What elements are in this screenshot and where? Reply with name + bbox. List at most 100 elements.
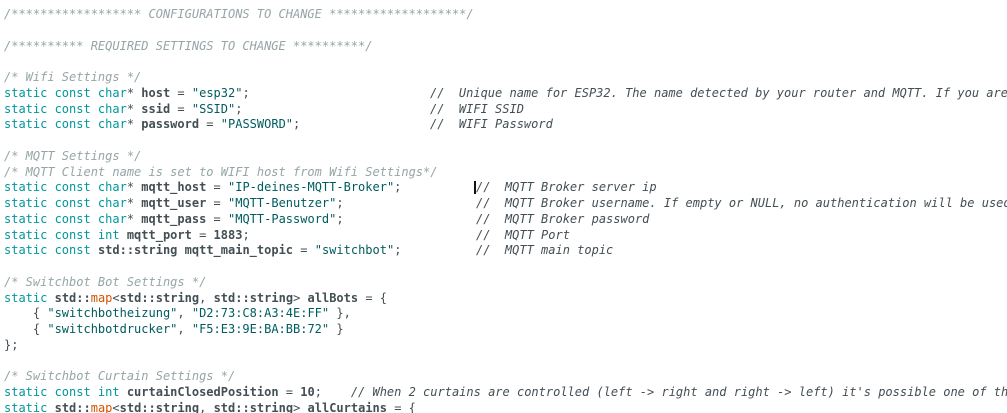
code-line: /****************** CONFIGURATIONS TO CH… — [4, 7, 1007, 23]
code-token: > — [293, 290, 308, 305]
code-line: static const char* password = "PASSWORD"… — [4, 117, 1007, 133]
code-token: std::string — [97, 243, 178, 258]
code-token: = — [170, 101, 192, 116]
code-token — [177, 243, 184, 257]
code-line: static const char* mqtt_pass = "MQTT-Pas… — [4, 212, 1007, 228]
comment-text: // MQTT Broker password — [476, 211, 650, 226]
code-token: ; — [336, 211, 344, 226]
code-token: "esp32" — [191, 85, 243, 100]
comment-text: // WIFI SSID — [430, 101, 524, 116]
code-token: static const char — [4, 101, 127, 116]
code-line: /* Switchbot Bot Settings */ — [4, 275, 1007, 291]
comment-text: // MQTT Broker server ip — [476, 180, 657, 195]
code-line: /* MQTT Settings */ — [4, 149, 1007, 165]
code-token — [47, 291, 54, 305]
code-line: /********** REQUIRED SETTINGS TO CHANGE … — [4, 39, 1007, 55]
text-cursor — [474, 181, 476, 195]
code-token: static const char — [4, 85, 127, 100]
code-token: mqtt_pass — [141, 211, 207, 226]
code-token: }, — [329, 306, 351, 321]
code-token: curtainClosedPosition — [126, 385, 279, 399]
code-line: static const int curtainClosedPosition =… — [4, 385, 1007, 401]
comment-text: // MQTT main topic — [476, 243, 614, 258]
code-token: "switchbotdrucker" — [47, 322, 178, 336]
code-token: ; — [336, 196, 344, 210]
code-token: }; — [4, 337, 19, 352]
code-line: static const char* host = "esp32"; // Uni… — [4, 86, 1007, 102]
code-token: allCurtains — [307, 400, 387, 413]
code-token: password — [141, 117, 200, 132]
code-token: static const int — [4, 385, 120, 399]
code-token: * — [126, 180, 142, 195]
code-token: static const int — [4, 227, 120, 242]
code-token: "switchbotheizung" — [47, 306, 178, 321]
code-token: 1883 — [213, 227, 243, 242]
code-token: = — [170, 85, 192, 100]
code-token: map — [90, 290, 113, 305]
code-token: = — [206, 196, 228, 210]
code-token: < — [112, 400, 120, 413]
code-line: static const char* ssid = "SSID";// WIFI… — [4, 102, 1007, 118]
code-line — [4, 23, 1007, 39]
code-token: * — [126, 211, 142, 226]
code-token: "SSID" — [191, 101, 236, 116]
comment-text: // MQTT Port — [476, 227, 570, 242]
comment-text: /********** REQUIRED SETTINGS TO CHANGE … — [4, 38, 373, 53]
code-token: * — [126, 101, 142, 116]
code-line — [4, 54, 1007, 70]
code-line: static const char* mqtt_host = "IP-deine… — [4, 180, 1007, 196]
code-token: ssid — [141, 101, 171, 116]
code-token: = — [206, 211, 228, 226]
code-token — [120, 228, 127, 242]
code-line: /* MQTT Client name is set to WIFI host … — [4, 165, 1007, 181]
code-token — [47, 401, 54, 413]
code-line: static std::map<std::string, std::string… — [4, 401, 1007, 413]
comment-text: /* MQTT Settings */ — [4, 148, 142, 163]
code-token: std::string — [213, 290, 294, 305]
code-line — [4, 354, 1007, 370]
code-token: host — [141, 85, 171, 100]
code-token: = — [278, 385, 301, 399]
code-token: "MQTT-Password" — [228, 211, 337, 226]
code-token: std::string — [119, 290, 200, 305]
code-token: = — [199, 117, 221, 132]
code-token: static — [4, 400, 48, 413]
code-token: ; — [242, 85, 250, 100]
code-token: static const — [4, 243, 91, 258]
code-token: * — [126, 117, 142, 132]
code-token: mqtt_host — [141, 180, 207, 195]
code-token: "IP-deines-MQTT-Broker" — [228, 180, 395, 195]
code-token: } — [329, 322, 344, 336]
code-token: static const char — [4, 117, 127, 132]
code-token: mqtt_port — [126, 227, 192, 242]
code-token: = — [191, 227, 214, 242]
code-token: , — [177, 322, 192, 336]
code-token: std:: — [54, 400, 91, 413]
code-token: * — [126, 85, 142, 100]
comment-text: // When 2 curtains are controlled (left … — [350, 385, 1007, 399]
code-token: , — [199, 400, 214, 413]
code-token: ; — [242, 227, 250, 242]
comment-text: /* Switchbot Bot Settings */ — [4, 274, 207, 289]
code-line — [4, 259, 1007, 275]
code-token: std::string — [213, 400, 294, 413]
code-line: /* Switchbot Curtain Settings */ — [4, 369, 1007, 385]
code-token: map — [90, 400, 113, 413]
code-line — [4, 133, 1007, 149]
code-line: { "switchbotdrucker", "F5:E3:9E:BA:BB:72… — [4, 322, 1007, 338]
code-token: ; — [293, 117, 301, 132]
code-token: mqtt_user — [141, 196, 207, 210]
code-token: std:: — [54, 290, 91, 305]
code-token: = — [293, 243, 315, 258]
comment-text: /* Switchbot Curtain Settings */ — [4, 369, 236, 384]
code-line: }; — [4, 338, 1007, 354]
code-token — [91, 243, 98, 257]
code-token: static const char — [4, 180, 127, 195]
code-line: static const char* mqtt_user = "MQTT-Ben… — [4, 196, 1007, 212]
code-token: > — [293, 400, 308, 413]
code-token: static const char — [4, 196, 127, 210]
code-token: ; — [314, 385, 351, 399]
comment-text: // Unique name for ESP32. The name detec… — [430, 85, 1007, 100]
code-token: "switchbot" — [314, 243, 395, 258]
